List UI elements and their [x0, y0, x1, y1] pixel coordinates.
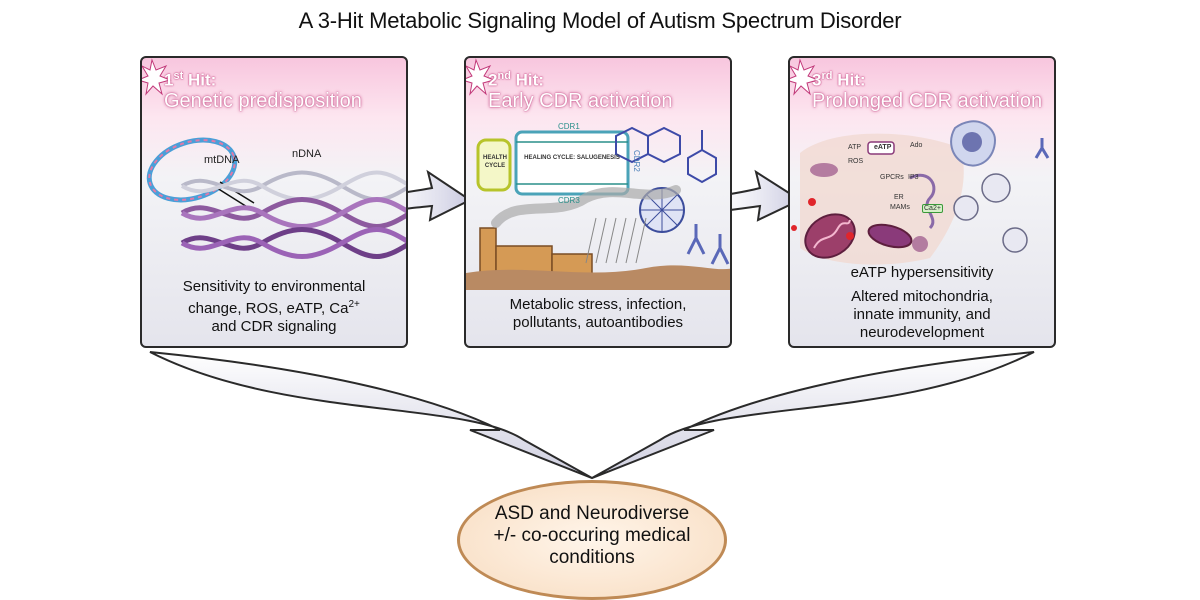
ros-spark-icon [846, 232, 854, 240]
er-icon [909, 174, 936, 230]
hit-3-heading: 3rd Hit: [812, 70, 866, 90]
starburst-icon [466, 58, 496, 96]
cdr3-label: CDR3 [558, 196, 580, 205]
hit-2-illustration [466, 58, 730, 290]
mams-label: MAMs [890, 204, 910, 211]
mitochondrion-icon [810, 163, 838, 177]
calcium-label: Ca2+ [922, 204, 943, 213]
hit-1-panel: 1st Hit: Genetic predisposition mtDNA nD… [140, 56, 408, 348]
health-cycle-label: HEALTH CYCLE [483, 155, 507, 169]
ros-spark-icon [808, 198, 816, 206]
page-title: A 3-Hit Metabolic Signaling Model of Aut… [298, 8, 902, 33]
mtdna-label: mtDNA [204, 154, 240, 166]
antibody-icon [686, 224, 730, 265]
starburst-icon [790, 58, 820, 96]
eatp-label: eATP [874, 144, 892, 151]
vesicle-icon [1002, 227, 1028, 253]
healing-cycle-box [514, 130, 630, 196]
hit-1-illustration [142, 58, 406, 259]
ndna-label: nDNA [292, 148, 322, 160]
ground [466, 265, 730, 290]
atp-label: ATP [848, 144, 862, 151]
ado-label: Ado [910, 142, 923, 149]
outcome-ellipse: ASD and Neurodiverse +/- co-occuring med… [457, 480, 727, 600]
outcome-line-2: +/- co-occuring medical [493, 525, 691, 546]
vesicle-icon [981, 173, 1011, 203]
eatp-box [867, 141, 895, 155]
cdr2-label: CDR2 [632, 150, 641, 172]
healing-cycle-label: HEALING CYCLE: SALUGENESIS [524, 155, 620, 161]
hit-3-subtitle: Prolonged CDR activation [812, 90, 1043, 112]
hit-3-panel: 3rd Hit: Prolonged CDR activation ATP eA… [788, 56, 1056, 348]
cdr1-label: CDR1 [558, 122, 580, 131]
antibody-icon [1034, 138, 1050, 159]
mitochondrion-icon [867, 223, 913, 249]
factory-icon [479, 227, 593, 277]
hit-2-panel: 2nd Hit: Early CDR activation CDR1 CDR2 … [464, 56, 732, 348]
hit-1-subtitle: Genetic predisposition [164, 90, 362, 112]
outcome-line-3: conditions [549, 547, 635, 568]
hit-3-illustration [790, 58, 1050, 265]
molecule-icon [615, 126, 717, 184]
outcome-line-1: ASD and Neurodiverse [494, 503, 690, 524]
smoke [491, 185, 681, 228]
hit-2-heading: 2nd Hit: [488, 70, 544, 90]
ros-label: ROS [848, 158, 864, 165]
hit-1-heading: 1st Hit: [164, 70, 217, 90]
hit-2-description: Metabolic stress, infection, pollutants,… [509, 296, 687, 331]
gpcrs-label: GPCRs [880, 174, 904, 181]
ros-spark-icon [791, 225, 797, 231]
er-label: ER [894, 194, 904, 201]
health-cycle-box [476, 138, 512, 192]
hit-1-description: Sensitivity to environmental change, ROS… [182, 278, 366, 335]
starburst-icon [142, 58, 172, 96]
ip3-label: IP3 [908, 174, 919, 181]
down-arrow [149, 351, 1035, 480]
hit-2-subtitle: Early CDR activation [488, 90, 673, 112]
vesicle-icon [953, 195, 979, 221]
rain-lines [585, 217, 647, 264]
hit-3-description: eATP hypersensitivity Altered mitochondr… [850, 264, 994, 341]
